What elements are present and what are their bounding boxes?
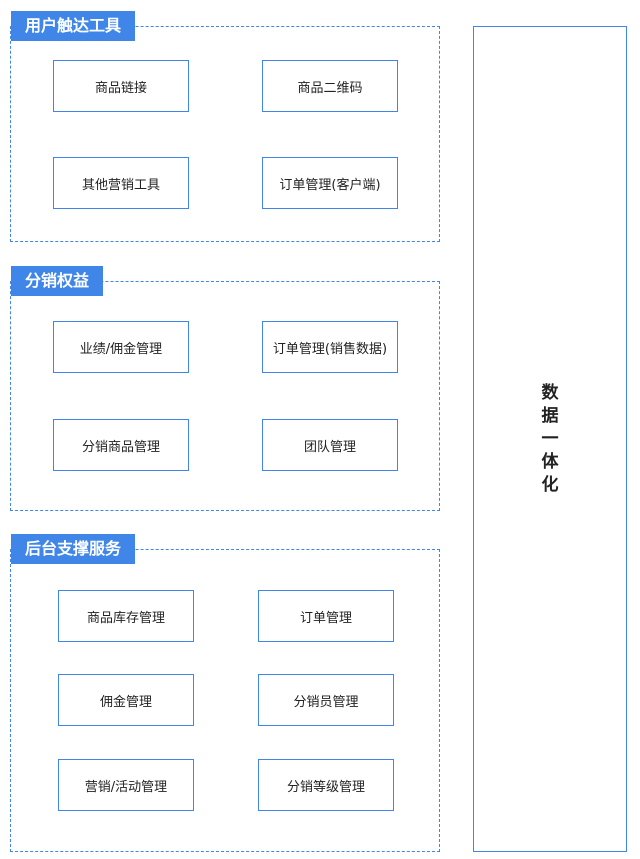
data-integration-label: 数 据 一 体 化 — [542, 382, 559, 497]
box-order-management: 订单管理 — [258, 590, 394, 642]
box-order-management-client: 订单管理(客户端) — [262, 157, 398, 209]
section-title-user-reach-tools: 用户触达工具 — [11, 11, 136, 41]
box-product-link: 商品链接 — [53, 60, 189, 112]
box-product-qrcode: 商品二维码 — [262, 60, 398, 112]
box-distribution-level-management: 分销等级管理 — [258, 759, 394, 811]
box-marketing-activity-management: 营销/活动管理 — [58, 759, 194, 811]
box-distribution-product-management: 分销商品管理 — [53, 419, 189, 471]
box-team-management: 团队管理 — [262, 419, 398, 471]
data-integration-char: 体 — [541, 451, 559, 472]
section-title-backend-support: 后台支撑服务 — [11, 534, 136, 564]
section-distribution-rights: 分销权益 业绩/佣金管理 订单管理(销售数据) 分销商品管理 团队管理 — [10, 266, 440, 511]
data-integration-char: 据 — [541, 405, 559, 426]
data-integration-panel: 数 据 一 体 化 — [473, 26, 627, 852]
box-other-marketing-tools: 其他营销工具 — [53, 157, 189, 209]
data-integration-char: 数 — [541, 382, 559, 403]
box-inventory-management: 商品库存管理 — [58, 590, 194, 642]
box-commission-management: 佣金管理 — [58, 674, 194, 726]
box-performance-commission: 业绩/佣金管理 — [53, 321, 189, 373]
box-order-management-sales: 订单管理(销售数据) — [262, 321, 398, 373]
data-integration-char: 一 — [541, 428, 559, 449]
section-backend-support: 后台支撑服务 商品库存管理 订单管理 佣金管理 分销员管理 营销/活动管理 分销… — [10, 534, 440, 852]
box-distributor-management: 分销员管理 — [258, 674, 394, 726]
section-user-reach-tools: 用户触达工具 商品链接 商品二维码 其他营销工具 订单管理(客户端) — [10, 11, 440, 242]
section-title-distribution-rights: 分销权益 — [11, 266, 104, 296]
data-integration-char: 化 — [541, 474, 559, 495]
